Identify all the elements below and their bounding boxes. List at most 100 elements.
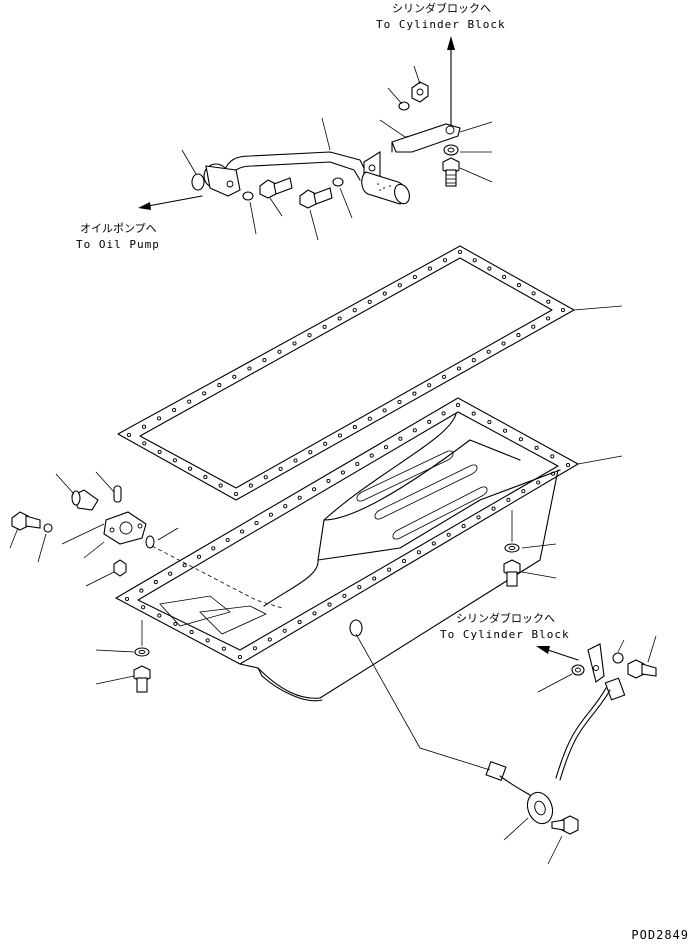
pan-washer-right — [504, 543, 520, 553]
bolt-hole — [427, 266, 432, 271]
arrow-to-cylinder-block-right — [536, 646, 579, 661]
bolt-hole — [247, 366, 252, 371]
bolt-hole — [327, 602, 332, 607]
bolt-hole — [240, 529, 245, 534]
bolt-hole — [565, 462, 571, 468]
bolt-hole — [203, 475, 208, 480]
bolt-hole — [254, 521, 259, 526]
bolt-hole — [323, 441, 328, 446]
bolt-hole — [412, 274, 417, 280]
bolt-hole — [157, 416, 162, 421]
bolt-hole — [471, 411, 476, 416]
bolt-hole — [503, 428, 508, 433]
bolt-hole — [293, 458, 298, 463]
bolt-hole — [455, 402, 461, 408]
arrow-to-oil-pump — [138, 195, 203, 210]
leader-lines-right-mid — [511, 510, 557, 579]
bolt-hole — [126, 432, 132, 438]
oil-level-sensor — [526, 791, 554, 825]
bolt-hole — [248, 483, 253, 488]
bracket-washer — [443, 144, 459, 156]
bolt-hole — [189, 630, 194, 635]
sensor-bracket — [587, 643, 605, 683]
bolt-hole — [267, 637, 272, 642]
bolt-hole — [217, 383, 222, 388]
bracket-bolt — [442, 157, 460, 187]
bolt-hole — [337, 433, 343, 438]
bolt-hole — [182, 563, 187, 568]
bolt-hole — [297, 495, 302, 500]
bolt-hole — [369, 453, 374, 458]
bolt-hole — [283, 504, 288, 509]
bolt-hole — [187, 399, 192, 404]
leader-lines-sensor — [355, 633, 657, 865]
pan-washer-left — [134, 647, 150, 657]
bolt-hole — [486, 349, 491, 354]
upper-nut — [411, 81, 429, 103]
pipe-washer-left — [242, 191, 254, 201]
bolt-hole — [516, 333, 521, 338]
bolt-hole — [337, 316, 342, 321]
bolt-hole — [172, 407, 177, 413]
bolt-hole — [446, 532, 451, 537]
bolt-hole — [308, 450, 313, 455]
bolt-hole — [342, 593, 347, 598]
pan-flange-bolt-holes — [124, 402, 571, 660]
bolt-hole — [233, 491, 239, 497]
elbow-fitting — [71, 489, 99, 511]
label-cylinder-block-right-en: To Cylinder Block — [440, 628, 570, 641]
bolt-hole — [427, 419, 432, 424]
bolt-hole — [355, 461, 360, 467]
bolt-hole — [277, 349, 282, 354]
bolt-hole — [550, 454, 555, 459]
bolt-hole — [471, 358, 476, 363]
sensor-bolt — [551, 815, 579, 835]
bolt-hole — [397, 399, 402, 405]
bolt-hole — [172, 458, 177, 463]
bolt-hole — [312, 611, 317, 616]
bolt-hole — [352, 308, 357, 313]
bolt-hole — [297, 620, 302, 625]
bolt-hole — [372, 576, 377, 581]
dowel-pin — [113, 485, 122, 503]
label-oil-pump-en: To Oil Pump — [76, 238, 160, 251]
oil-pan — [115, 397, 623, 702]
bolt-hole — [157, 613, 162, 618]
bolt-hole — [461, 524, 466, 529]
label-cylinder-block-top-jp: シリンダブロックへ — [392, 2, 491, 15]
suction-pipe — [203, 151, 381, 197]
bolt-hole — [521, 489, 526, 494]
flange-o-ring — [145, 535, 155, 549]
leader-lines-left-bottom — [95, 620, 143, 685]
bolt-hole — [560, 307, 566, 313]
bolt-hole — [487, 266, 492, 271]
flange-bolt-lower — [113, 559, 127, 577]
bolt-hole — [282, 628, 287, 633]
bolt-hole — [262, 358, 267, 363]
bolt-hole — [531, 324, 536, 329]
bolt-hole — [472, 258, 477, 263]
sensor-bracket-nut — [612, 652, 624, 664]
bolt-hole — [211, 546, 216, 551]
bracket-arm — [391, 123, 461, 153]
bolt-hole — [431, 541, 436, 546]
bolt-hole — [546, 299, 551, 304]
bolt-hole — [551, 471, 556, 476]
bolt-hole — [142, 441, 147, 446]
bolt-hole — [326, 478, 331, 483]
bolt-hole — [153, 580, 158, 585]
bolt-hole — [292, 341, 297, 346]
bolt-hole — [383, 445, 389, 450]
bolt-hole — [278, 466, 283, 471]
bolt-hole — [387, 567, 392, 572]
bolt-hole — [456, 366, 462, 371]
bolt-hole — [141, 605, 146, 610]
arrow-to-cylinder-block-top — [447, 36, 455, 129]
flange-bolt-left — [11, 511, 41, 531]
bolt-hole — [312, 487, 317, 492]
bolt-hole — [506, 497, 511, 502]
bolt-hole — [367, 416, 372, 421]
label-cylinder-block-right-jp: シリンダブロックへ — [456, 612, 555, 625]
bolt-hole — [202, 391, 207, 396]
bolt-hole — [516, 283, 521, 288]
